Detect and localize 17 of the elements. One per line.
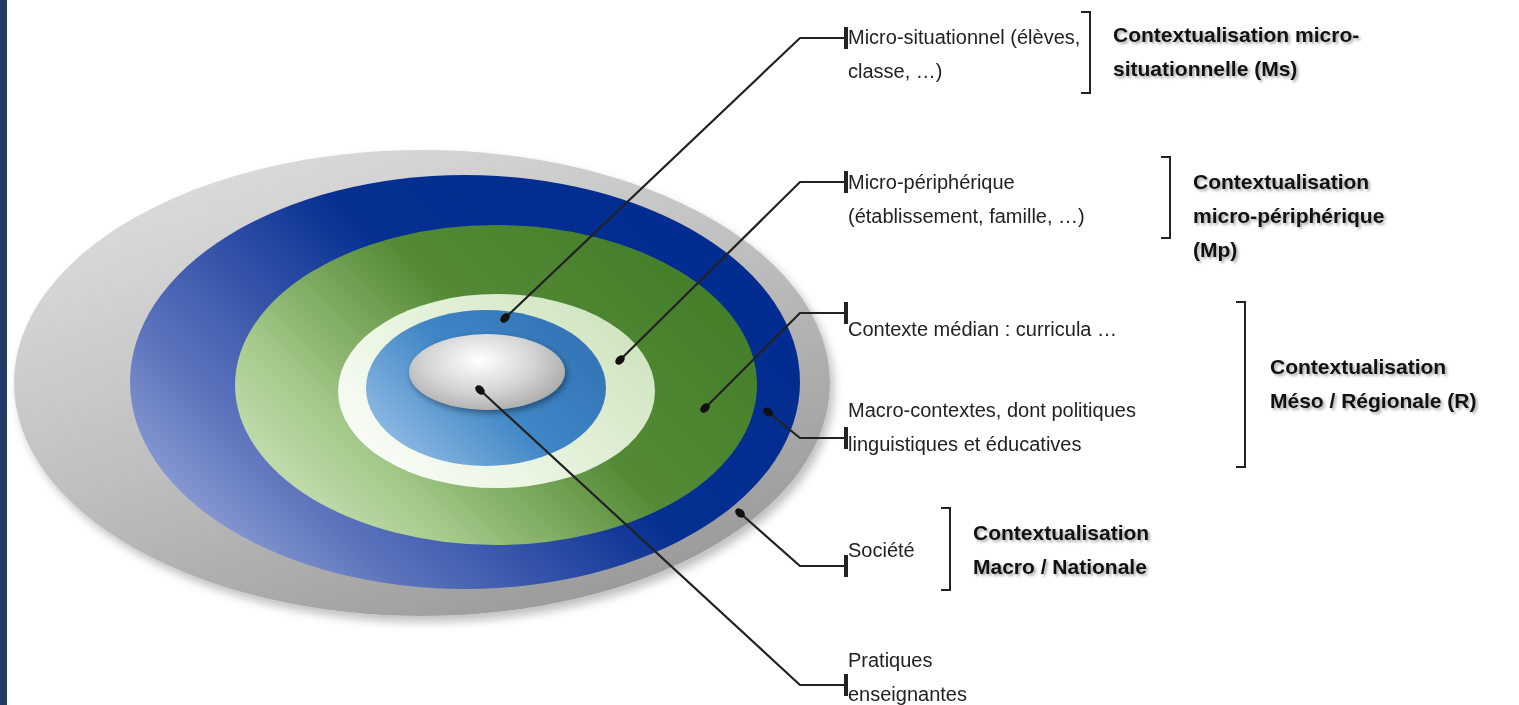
leader-line bbox=[500, 27, 849, 323]
layer-label: Micro-situationnel (élèves, classe, …) bbox=[848, 20, 1088, 88]
leader-line bbox=[700, 302, 849, 413]
leader-line bbox=[763, 407, 849, 449]
level-label: Contextualisation micro-situationnelle (Ms) bbox=[1113, 22, 1361, 82]
level-label: Contextualisation micro-périphérique (Mp) bbox=[1193, 169, 1386, 263]
level-label: Contextualisation Macro / Nationale bbox=[973, 520, 1151, 580]
level-label: Contextualisation Méso / Régionale (R) bbox=[1270, 354, 1478, 414]
layer-label: Contexte médian : curricula … bbox=[848, 312, 1238, 346]
center-ellipse bbox=[409, 334, 565, 410]
layer-label: Société bbox=[848, 533, 948, 567]
layer-label: Pratiques enseignantes bbox=[848, 643, 1008, 705]
leader-line bbox=[475, 385, 849, 696]
leader-line bbox=[615, 171, 849, 365]
layer-label: Macro-contextes, dont politiques linguistiques et éducatives bbox=[848, 393, 1238, 461]
layer-label: Micro-périphérique (établissement, famille, …) bbox=[848, 165, 1148, 233]
leader-line bbox=[735, 508, 849, 577]
